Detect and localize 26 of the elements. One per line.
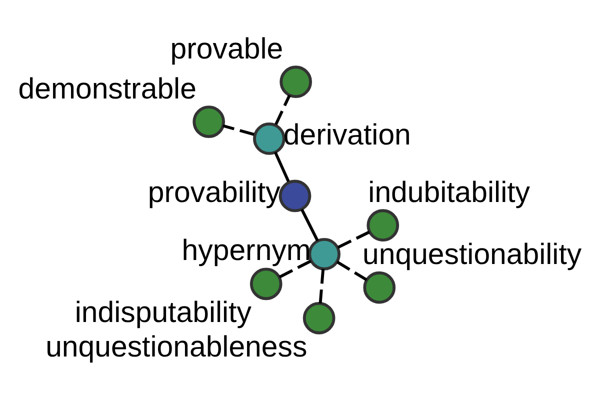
connector bbox=[274, 94, 291, 125]
node-label: provability bbox=[148, 176, 280, 209]
connector bbox=[336, 260, 368, 282]
connector bbox=[318, 268, 325, 304]
node-label: hypernym bbox=[182, 234, 311, 268]
connector bbox=[222, 124, 254, 136]
node-circle bbox=[302, 302, 336, 334]
connector bbox=[278, 260, 312, 278]
node-label: unquestionableness bbox=[46, 330, 308, 364]
node-circle bbox=[253, 122, 286, 155]
node-label: indubitability bbox=[368, 176, 530, 209]
node-label: unquestionability bbox=[362, 238, 582, 272]
node-label: demonstrable bbox=[18, 72, 196, 106]
node-circle bbox=[192, 106, 226, 138]
node-circle bbox=[366, 209, 400, 242]
connector bbox=[300, 208, 319, 242]
connector bbox=[337, 230, 370, 249]
node-circle bbox=[250, 268, 282, 300]
node-label: indisputability bbox=[74, 296, 252, 330]
node-circle bbox=[278, 180, 312, 212]
node-label: derivation bbox=[283, 118, 411, 152]
node-label: provable bbox=[170, 32, 284, 66]
connector bbox=[274, 152, 290, 182]
node-circle bbox=[280, 66, 312, 98]
node-circle bbox=[363, 271, 396, 304]
node-circle bbox=[308, 238, 340, 270]
